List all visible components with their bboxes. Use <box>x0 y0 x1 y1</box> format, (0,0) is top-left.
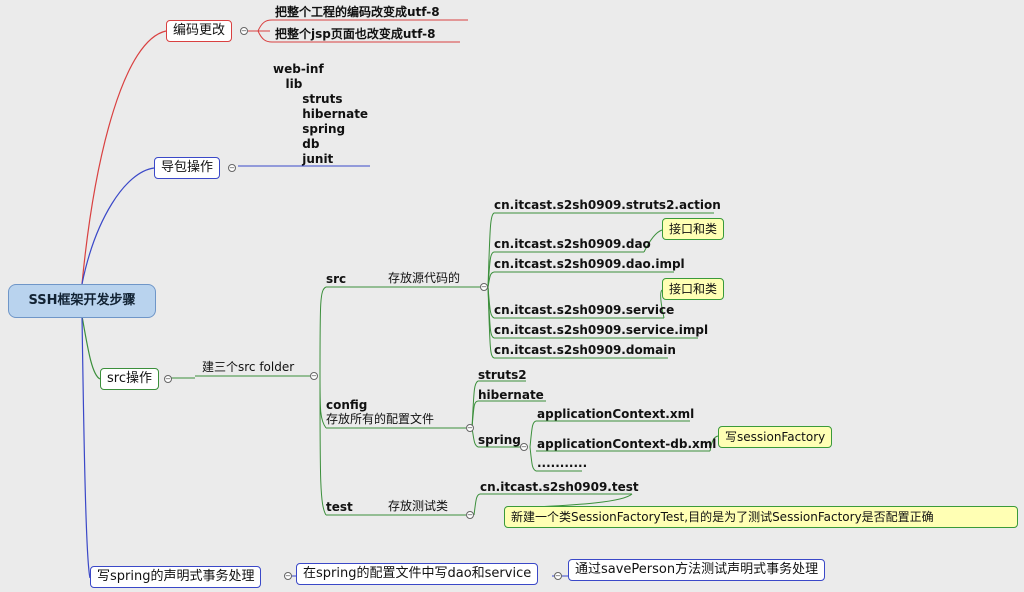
collapse-toggle-icon[interactable]: − <box>228 164 236 172</box>
config-desc: 存放所有的配置文件 <box>326 412 435 426</box>
collapse-toggle-icon[interactable]: − <box>466 511 474 519</box>
import-tree-text: web-inf lib struts hibernate spring db j… <box>273 62 369 166</box>
spring-item: applicationContext-db.xml <box>537 437 717 451</box>
test-package: cn.itcast.s2sh0909.test <box>480 480 639 494</box>
collapse-toggle-icon[interactable]: − <box>310 372 318 380</box>
test-desc: 存放测试类 <box>388 499 449 513</box>
tx-step2-node[interactable]: 通过savePerson方法测试声明式事务处理 <box>568 559 826 581</box>
src-package: cn.itcast.s2sh0909.service <box>494 303 675 317</box>
test-label: test <box>326 500 353 514</box>
src-folder-label: 建三个src folder <box>202 360 295 374</box>
src-package: cn.itcast.s2sh0909.service.impl <box>494 323 709 337</box>
spring-item: ........... <box>537 456 588 470</box>
collapse-toggle-icon[interactable]: − <box>164 375 172 383</box>
note-interface-class-service[interactable]: 接口和类 <box>662 278 725 300</box>
src-package: cn.itcast.s2sh0909.struts2.action <box>494 198 721 212</box>
tx-step1-node[interactable]: 在spring的配置文件中写dao和service <box>296 563 539 585</box>
note-session-factory[interactable]: 写sessionFactory <box>718 426 833 448</box>
collapse-toggle-icon[interactable]: − <box>466 424 474 432</box>
collapse-toggle-icon[interactable]: − <box>480 283 488 291</box>
collapse-toggle-icon[interactable]: − <box>240 27 248 35</box>
encoding-node[interactable]: 编码更改 <box>166 20 233 42</box>
collapse-toggle-icon[interactable]: − <box>284 572 292 580</box>
src-package: cn.itcast.s2sh0909.dao <box>494 237 651 251</box>
collapse-toggle-icon[interactable]: − <box>520 443 528 451</box>
src-package: cn.itcast.s2sh0909.dao.impl <box>494 257 685 271</box>
encoding-item-project: 把整个工程的编码改变成utf-8 <box>275 5 440 19</box>
tx-node[interactable]: 写spring的声明式事务处理 <box>90 566 262 588</box>
src-label: src <box>326 272 347 286</box>
config-item-struts2: struts2 <box>478 368 527 382</box>
src-package: cn.itcast.s2sh0909.domain <box>494 343 676 357</box>
encoding-item-jsp: 把整个jsp页面也改变成utf-8 <box>275 27 436 41</box>
root-node[interactable]: SSH框架开发步骤 <box>8 284 156 318</box>
config-item-hibernate: hibernate <box>478 388 544 402</box>
config-item-spring: spring <box>478 433 521 447</box>
src-ops-node[interactable]: src操作 <box>100 368 159 390</box>
note-session-factory-test[interactable]: 新建一个类SessionFactoryTest,目的是为了测试SessionFa… <box>504 506 1018 528</box>
spring-item: applicationContext.xml <box>537 407 695 421</box>
config-label: config <box>326 398 368 412</box>
src-desc: 存放源代码的 <box>388 271 461 285</box>
note-interface-class-dao[interactable]: 接口和类 <box>662 218 725 240</box>
import-node[interactable]: 导包操作 <box>154 157 221 179</box>
collapse-toggle-icon[interactable]: − <box>554 572 562 580</box>
